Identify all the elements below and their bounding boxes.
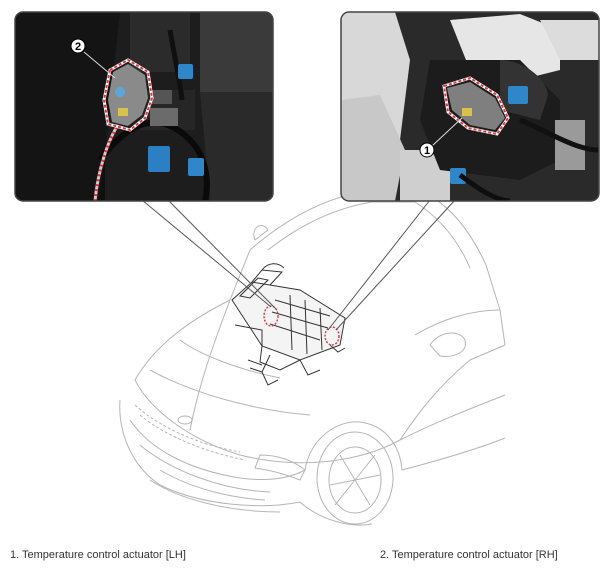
rh-actuator-photo: 1 [340, 11, 600, 202]
lh-actuator-photo: 2 [14, 11, 274, 202]
lh-photo-callout-circle [70, 38, 86, 54]
hvac-unit-drawing [231, 263, 346, 386]
rh-photo-callout-number: 1 [424, 145, 430, 157]
vehicle-line-drawing [119, 189, 506, 526]
rh-actuator-location-marker [324, 326, 340, 346]
caption-item-1: 1. Temperature control actuator [LH] [10, 549, 186, 561]
rh-photo-callout-circle [419, 142, 435, 158]
lh-photo-callout-number: 2 [75, 41, 81, 53]
lh-actuator-location-marker [263, 305, 279, 327]
leader-lines [141, 199, 456, 331]
caption-item-2: 2. Temperature control actuator [RH] [380, 549, 558, 561]
